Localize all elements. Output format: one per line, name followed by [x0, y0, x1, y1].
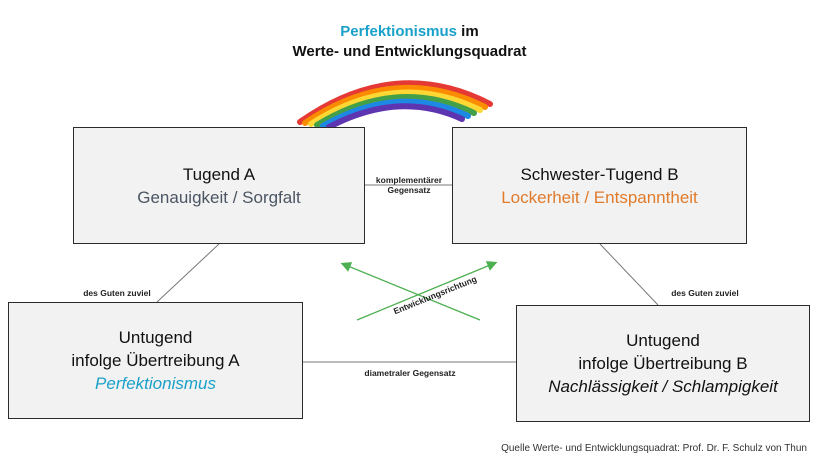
- box-schwester-tugend-b: Schwester-Tugend B Lockerheit / Entspann…: [452, 127, 747, 244]
- arrow-development-back: [340, 262, 481, 321]
- source-credit: Quelle Werte- und Entwicklungsquadrat: P…: [501, 443, 807, 454]
- line-right-diagonal: [599, 243, 659, 306]
- box-untugend-a: Untugend infolge Übertreibung A Perfekti…: [8, 302, 303, 419]
- label-too-much-good-right: des Guten zuviel: [671, 288, 739, 298]
- title-rest: im: [457, 23, 479, 40]
- label-complementary: komplementärer Gegensatz: [366, 175, 452, 195]
- label-diametral: diametraler Gegensatz: [364, 368, 456, 378]
- box-untugend-b-line2: infolge Übertreibung B: [578, 354, 748, 373]
- box-schwester-tugend-b-heading: Schwester-Tugend B: [520, 164, 679, 184]
- label-complementary-2: Gegensatz: [387, 185, 431, 195]
- box-untugend-b-line1: Untugend: [626, 331, 700, 350]
- box-schwester-tugend-b-sub: Lockerheit / Entspanntheit: [501, 187, 698, 207]
- arrow-development-up: [356, 261, 498, 321]
- rainbow-icon: [297, 80, 493, 130]
- page-title-line2: Werte- und Entwicklungsquadrat: [292, 43, 527, 60]
- box-tugend-a-sub: Genauigkeit / Sorgfalt: [137, 187, 301, 207]
- box-untugend-b-sub: Nachlässigkeit / Schlampigkeit: [548, 377, 778, 396]
- box-untugend-b: Untugend infolge Übertreibung B Nachläss…: [516, 305, 810, 422]
- box-tugend-a: Tugend A Genauigkeit / Sorgfalt: [73, 127, 365, 244]
- box-tugend-a-heading: Tugend A: [182, 164, 256, 184]
- box-untugend-a-line2: infolge Übertreibung A: [71, 351, 240, 370]
- label-complementary-1: komplementärer: [375, 175, 443, 185]
- box-untugend-a-line1: Untugend: [118, 328, 193, 347]
- box-untugend-a-sub: Perfektionismus: [95, 374, 216, 393]
- page-title-line1: Perfektionismus im: [0, 22, 819, 41]
- label-too-much-good-left: des Guten zuviel: [83, 288, 151, 298]
- line-left-diagonal: [156, 243, 220, 303]
- title-accent: Perfektionismus: [340, 23, 458, 40]
